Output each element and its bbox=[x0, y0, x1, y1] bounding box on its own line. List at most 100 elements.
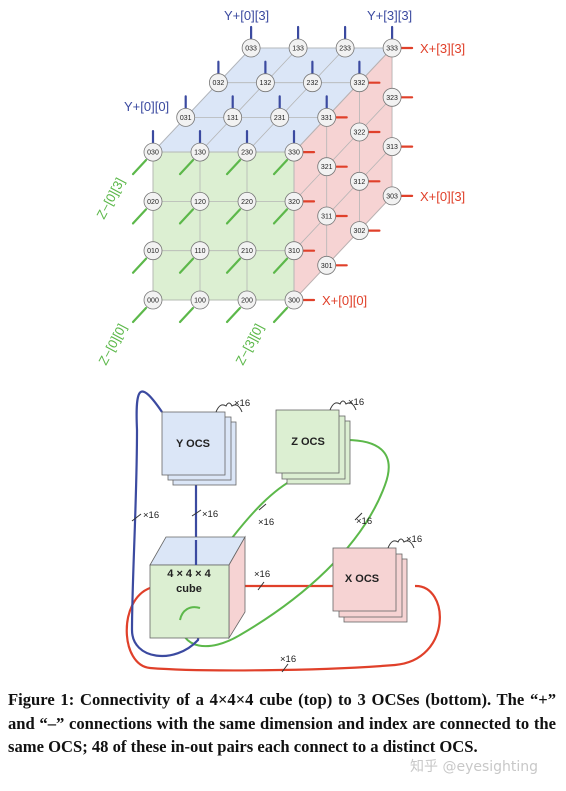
z-port bbox=[272, 306, 289, 324]
label-z-bottom-right: Z−[3][0] bbox=[232, 321, 266, 367]
z-port bbox=[178, 306, 195, 324]
cube-node: 133 bbox=[288, 38, 308, 58]
z-port bbox=[225, 208, 242, 225]
cube-node-label: 010 bbox=[147, 248, 159, 255]
z-port bbox=[225, 159, 242, 176]
z-link-up bbox=[231, 477, 297, 539]
mult-braces bbox=[215, 400, 415, 549]
z-ocs: Z OCS bbox=[275, 409, 351, 485]
cube-node-label: 200 bbox=[241, 298, 253, 305]
cube-node-label: 032 bbox=[213, 80, 225, 87]
cube-node-label: 300 bbox=[288, 298, 300, 305]
z-port bbox=[131, 159, 148, 176]
cube-node-label: 312 bbox=[354, 179, 366, 186]
cube-node-label: 110 bbox=[194, 248, 205, 255]
z-port bbox=[131, 208, 148, 225]
y-link-loop bbox=[130, 390, 202, 658]
cube-node: 310 bbox=[284, 241, 304, 261]
cube-node: 330 bbox=[284, 142, 304, 162]
x-link bbox=[125, 584, 441, 672]
mult-z-right: ×16 bbox=[356, 516, 372, 527]
cube-node: 010 bbox=[143, 241, 163, 261]
ocs-diagram: Y OCS Z OCS X OCS 4 × 4 × 4 cube bbox=[125, 390, 441, 673]
cube-node: 110 bbox=[190, 241, 210, 261]
cube-node: 321 bbox=[317, 157, 337, 177]
cube-node: 031 bbox=[176, 108, 196, 127]
z-port bbox=[272, 208, 289, 225]
mult-x-top: ×16 bbox=[254, 569, 270, 580]
cube-node: 312 bbox=[349, 171, 369, 191]
cube-node: 233 bbox=[335, 38, 355, 58]
cube-node: 030 bbox=[143, 142, 163, 162]
cube-node-label: 131 bbox=[227, 115, 239, 122]
cube-node: 220 bbox=[237, 191, 257, 211]
z-port bbox=[131, 257, 148, 274]
watermark: 知乎 @eyesighting bbox=[410, 759, 539, 775]
cube-node: 131 bbox=[223, 108, 243, 127]
cube-node-label: 330 bbox=[288, 150, 300, 157]
y-ocs: Y OCS bbox=[161, 411, 237, 486]
cube-node-label: 130 bbox=[194, 150, 206, 157]
cube-node: 332 bbox=[349, 73, 369, 93]
grid-line bbox=[293, 47, 393, 153]
z-link-loop bbox=[179, 439, 390, 648]
cube-node-label: 323 bbox=[386, 95, 398, 102]
cube-node: 132 bbox=[255, 73, 275, 93]
cube-node: 311 bbox=[317, 206, 337, 226]
cube-node: 300 bbox=[284, 290, 304, 310]
z-port bbox=[131, 306, 148, 324]
grid-line bbox=[293, 195, 393, 301]
label-z-left: Z−[0][3] bbox=[93, 175, 127, 221]
grid-line bbox=[293, 146, 393, 251]
cube-node-label: 230 bbox=[241, 150, 253, 157]
z-link-into-cube bbox=[179, 606, 201, 621]
z-ocs-label: Z OCS bbox=[291, 436, 325, 448]
cube-node: 000 bbox=[143, 290, 163, 310]
cube-node: 303 bbox=[382, 186, 402, 206]
z-port bbox=[178, 208, 195, 225]
cube-node-label: 313 bbox=[386, 144, 398, 151]
cube-node-label: 231 bbox=[274, 115, 286, 122]
label-x-mid: X+[0][3] bbox=[420, 189, 465, 204]
y-ocs-label: Y OCS bbox=[176, 438, 210, 450]
cube-node-label: 033 bbox=[245, 46, 257, 53]
cube-node-label: 233 bbox=[339, 46, 351, 53]
mult-z-left: ×16 bbox=[258, 517, 274, 528]
cube-label-cube: cube bbox=[176, 583, 202, 595]
link-ticks bbox=[131, 503, 363, 673]
mult-x-ocs: ×16 bbox=[406, 534, 422, 545]
cube-node-label: 322 bbox=[354, 130, 366, 137]
label-y-top-left: Y+[0][3] bbox=[224, 8, 269, 23]
cube-node: 232 bbox=[302, 73, 322, 93]
cube-node-label: 310 bbox=[288, 248, 300, 255]
z-port bbox=[178, 159, 195, 176]
x-ocs-label: X OCS bbox=[345, 573, 379, 585]
small-cube: 4 × 4 × 4 cube bbox=[149, 535, 246, 640]
label-y-mid: Y+[0][0] bbox=[124, 99, 169, 114]
cube-node-label: 302 bbox=[354, 228, 366, 235]
cube-node-label: 031 bbox=[180, 115, 192, 122]
cube-node: 100 bbox=[190, 290, 210, 310]
z-port bbox=[272, 257, 289, 274]
cube-node-label: 301 bbox=[321, 263, 333, 270]
cube-node-label: 303 bbox=[386, 193, 398, 200]
cube-node-label: 133 bbox=[292, 46, 304, 53]
cube-node: 210 bbox=[237, 241, 257, 261]
cube-node: 322 bbox=[349, 122, 369, 142]
mult-x-bottom: ×16 bbox=[280, 654, 296, 665]
cube-node: 333 bbox=[382, 38, 402, 58]
grid-line bbox=[293, 97, 393, 202]
label-x-bottom: X+[0][0] bbox=[322, 293, 367, 308]
cube-node: 231 bbox=[270, 108, 290, 127]
cube-node-label: 210 bbox=[241, 248, 253, 255]
cube-node-label: 100 bbox=[194, 298, 206, 305]
cube-node: 313 bbox=[382, 137, 402, 157]
z-port bbox=[225, 257, 242, 274]
cube-node-label: 332 bbox=[354, 80, 366, 87]
cube-node: 020 bbox=[143, 191, 163, 211]
z-port bbox=[225, 306, 242, 324]
grid-line bbox=[152, 47, 252, 153]
cube-node-label: 020 bbox=[147, 199, 159, 206]
figure-caption: Figure 1: Connectivity of a 4×4×4 cube (… bbox=[8, 690, 556, 756]
